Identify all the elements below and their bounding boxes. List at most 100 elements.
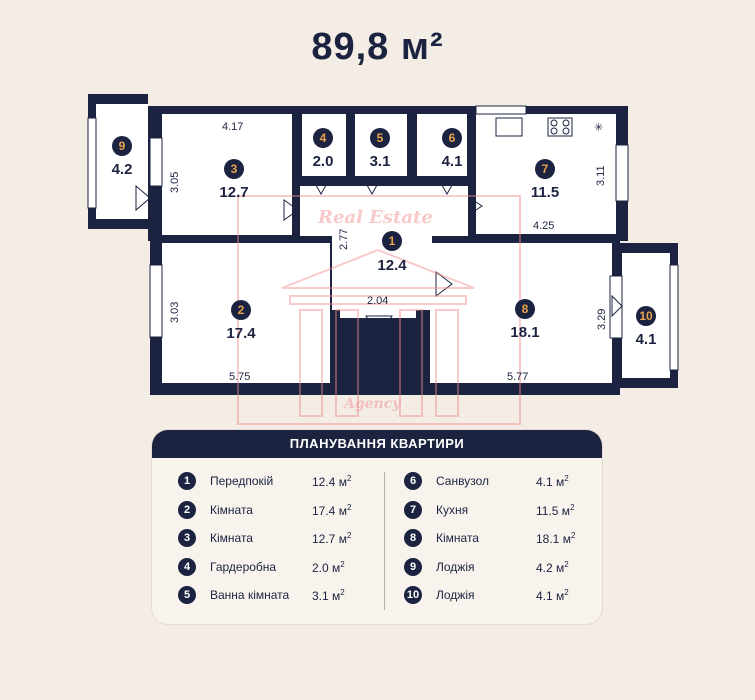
room-area: 4.1 [636,331,657,348]
room-number-badge [112,136,132,156]
dim-room3-width: 4.17 [222,121,243,133]
dim-room7-width: 4.25 [533,220,554,232]
room-number: 10 [639,309,653,323]
room-marker-9: 94.2 [112,136,133,178]
legend-room-name: Кухня [436,502,469,517]
room-number-badge [382,231,402,251]
room-marker-6: 64.1 [442,128,462,170]
room-number-badge [370,128,390,148]
legend-row-5: 5 Ванна кімната 3.1 м2 [178,586,378,615]
dim-room2-height: 3.03 [169,302,181,323]
room-number: 2 [238,303,245,317]
legend-row-4: 4 Гардеробна 2.0 м2 [178,557,378,587]
room-number-badge [636,306,656,326]
dim-hall-width: 2.04 [367,295,388,307]
room-number: 1 [389,234,396,248]
legend-room-name: Гардеробна [210,559,277,574]
room-number-badge [515,299,535,319]
legend-unit-sup: 2 [564,474,569,483]
legend-room-area: 3.1 м2 [312,588,345,604]
room-marker-1: 112.4 [377,231,407,274]
legend-room-name: Передпокій [210,474,274,488]
legend-room-area: 2.0 м2 [312,559,345,575]
legend-number-badge: 4 [178,557,196,576]
legend-number-badge: 3 [178,529,196,548]
legend-unit-sup: 2 [570,531,576,541]
room-area: 17.4 [226,325,256,342]
room-area: 4.2 [112,161,133,178]
legend-row-2: 2 Кімната 17.4 м2 [178,500,378,530]
legend-room-area: 4.1 м2 [536,588,569,604]
room-number-badge [442,128,462,148]
legend-row-6: 6 Санвузол 4.1 м2 [404,472,584,501]
windows [87,105,679,371]
floor-plan: ✳ Real Estate Agency 4.17 3.05 3.11 4.25… [87,94,679,425]
legend-room-area: 4.2 м2 [536,559,569,575]
legend-room-name: Кімната [210,531,253,546]
room-area: 11.5 [531,184,559,201]
room-marker-2: 217.4 [226,300,256,342]
room-number-badge [313,128,333,148]
legend-number-badge: 8 [404,529,422,548]
room-number-badge [224,159,244,179]
legend-number-badge: 6 [404,472,422,490]
legend-room-area: 18.1 м2 [536,531,576,547]
dim-room3-height: 3.05 [169,172,181,193]
legend-divider [384,472,385,610]
legend-unit-sup: 2 [346,474,352,483]
kitchen-fixtures: ✳ [495,117,603,137]
room-number: 5 [377,131,384,145]
room-number-badge [535,159,555,179]
room-area: 12.4 [377,257,407,274]
room-area: 2.0 [313,153,334,170]
vent-icon: ✳ [594,122,603,134]
dim-room7-height: 3.11 [595,165,607,186]
room-number: 6 [449,131,456,145]
room-number-badge [231,300,251,320]
legend-room-name: Кімната [210,502,253,517]
legend-unit-sup: 2 [340,588,345,598]
legend-room-name: Лоджія [436,559,475,574]
legend-number-badge: 7 [404,500,422,519]
legend-unit-sup: 2 [564,588,569,598]
legend-room-name: Ванна кімната [210,588,290,603]
legend-number-badge: 2 [178,500,196,519]
room-marker-7: 711.5 [531,159,559,201]
legend-room-name: Санвузол [436,474,489,488]
legend-column-right: 6 Санвузол 4.1 м2 7 Кухня 11.5 м2 8 Кімната 18.1… [404,472,584,615]
legend-room-area: 17.4 м2 [312,502,352,518]
dim-hall-height: 2.77 [338,229,350,250]
legend-unit-sup: 2 [564,559,569,569]
room-marker-5: 53.1 [370,128,391,170]
legend-room-area: 11.5 м2 [536,502,575,518]
room-number: 4 [320,131,327,145]
legend-room-name: Кімната [436,531,479,546]
legend-room-area: 4.1 м2 [536,474,569,489]
legend-room-area: 12.7 м2 [312,531,352,547]
legend-unit-sup: 2 [346,531,352,541]
legend-number-badge: 10 [404,586,422,605]
room-marker-4: 42.0 [313,128,334,170]
room-number: 3 [231,162,238,176]
doors [135,177,623,339]
legend-unit-sup: 2 [340,559,345,569]
room-number: 9 [119,139,126,153]
legend-unit-sup: 2 [570,502,575,512]
dim-room8-height: 3.29 [596,309,608,330]
legend-row-8: 8 Кімната 18.1 м2 [404,529,584,558]
watermark-text-top: Real Estate [317,207,433,228]
legend-room-area: 12.4 м2 [312,474,352,489]
room-area: 3.1 [370,153,391,170]
dim-room2-width: 5.75 [229,371,250,383]
legend-title: ПЛАНУВАННЯ КВАРТИРИ [152,430,602,458]
legend-number-badge: 9 [404,557,422,576]
legend-number-badge: 5 [178,586,196,605]
room-marker-8: 818.1 [510,299,540,341]
room-number: 8 [522,302,529,316]
room-area: 12.7 [219,184,248,201]
legend-row-3: 3 Кімната 12.7 м2 [178,529,378,558]
